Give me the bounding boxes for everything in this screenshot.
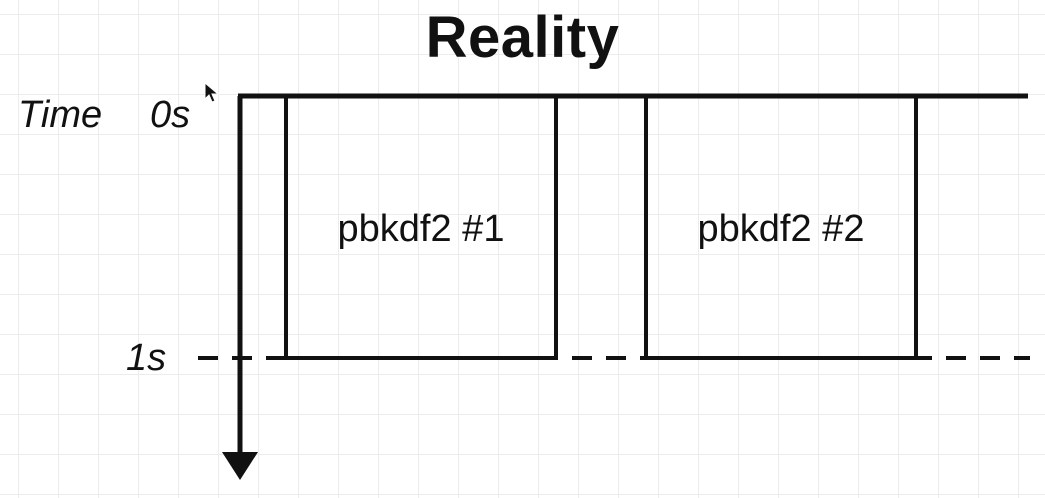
- time-start-label: 0s: [150, 94, 191, 136]
- task-label-2: pbkdf2 #2: [697, 208, 865, 250]
- time-mark-label: 1s: [126, 337, 167, 379]
- diagram-title: Reality: [425, 5, 620, 70]
- mouse-pointer-icon: [204, 82, 220, 103]
- time-axis-label: Time: [18, 94, 103, 136]
- arrow-down-icon: [222, 452, 258, 480]
- task-label-1: pbkdf2 #1: [337, 208, 505, 250]
